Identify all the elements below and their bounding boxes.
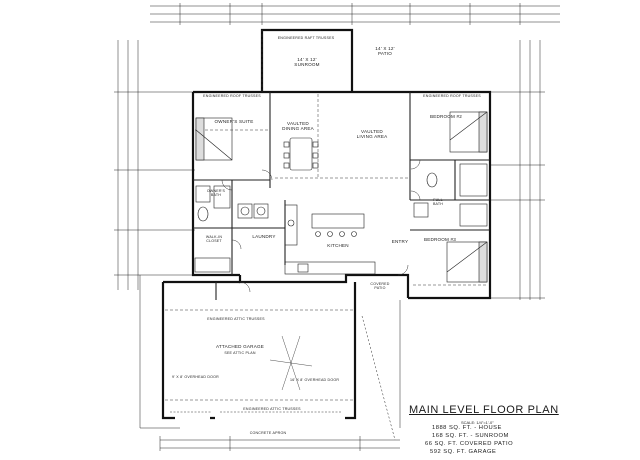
area-house: 1888 SQ. FT. - HOUSE <box>432 425 502 431</box>
dimension-lines <box>114 3 560 451</box>
title-block: MAIN LEVEL FLOOR PLAN SCALE: 1/4"=1'-0" <box>409 404 559 425</box>
exterior-walls <box>161 28 492 420</box>
concrete-apron-note: CONCRETE APRON <box>249 431 287 435</box>
sunroom-label: 14' X 12'SUNROOM <box>294 57 320 67</box>
plan-scale: SCALE: 1/4"=1'-0" <box>461 420 494 425</box>
entry-label: ENTRY <box>391 239 409 244</box>
bedroom-2-label: BEDROOM #2 <box>429 114 463 119</box>
overhead-door-left-note: 9' X 8' OVERHEAD DOOR <box>172 375 219 379</box>
garage-label: ATTACHED GARAGE <box>215 344 265 349</box>
kitchen-label: KITCHEN <box>327 243 349 248</box>
bedroom-header-note: ENGINEERED ROOF TRUSSES <box>423 94 481 98</box>
plan-title: MAIN LEVEL FLOOR PLAN <box>409 404 559 416</box>
area-covered-patio: 66 SQ. FT. COVERED PATIO <box>425 441 514 447</box>
structural-lines <box>165 30 488 401</box>
area-sunroom: 168 SQ. FT. - SUNROOM <box>432 433 509 439</box>
garage-header-note: ENGINEERED ATTIC TRUSSES <box>207 317 265 321</box>
patio-label: 14' X 12'PATIO <box>375 46 395 56</box>
garage-note: SEE ATTIC PLAN <box>224 351 256 355</box>
interior-walls <box>193 92 490 300</box>
overhead-door-right-note: 16' X 8' OVERHEAD DOOR <box>290 378 340 382</box>
owners-suite-label: OWNER'S SUITE <box>214 119 254 124</box>
bedroom-3-label: BEDROOM #3 <box>423 237 457 242</box>
owner-suite-header-note: ENGINEERED ROOF TRUSSES <box>203 94 261 98</box>
door-swings <box>221 159 421 293</box>
furniture <box>194 111 488 391</box>
sunroom-header-note: ENGINEERED RAFT TRUSSES <box>277 36 335 40</box>
garage-bottom-header-note: ENGINEERED ATTIC TRUSSES <box>243 407 301 411</box>
area-garage: 592 SQ. FT. GARAGE <box>430 449 497 455</box>
laundry-label: LAUNDRY <box>252 234 276 239</box>
